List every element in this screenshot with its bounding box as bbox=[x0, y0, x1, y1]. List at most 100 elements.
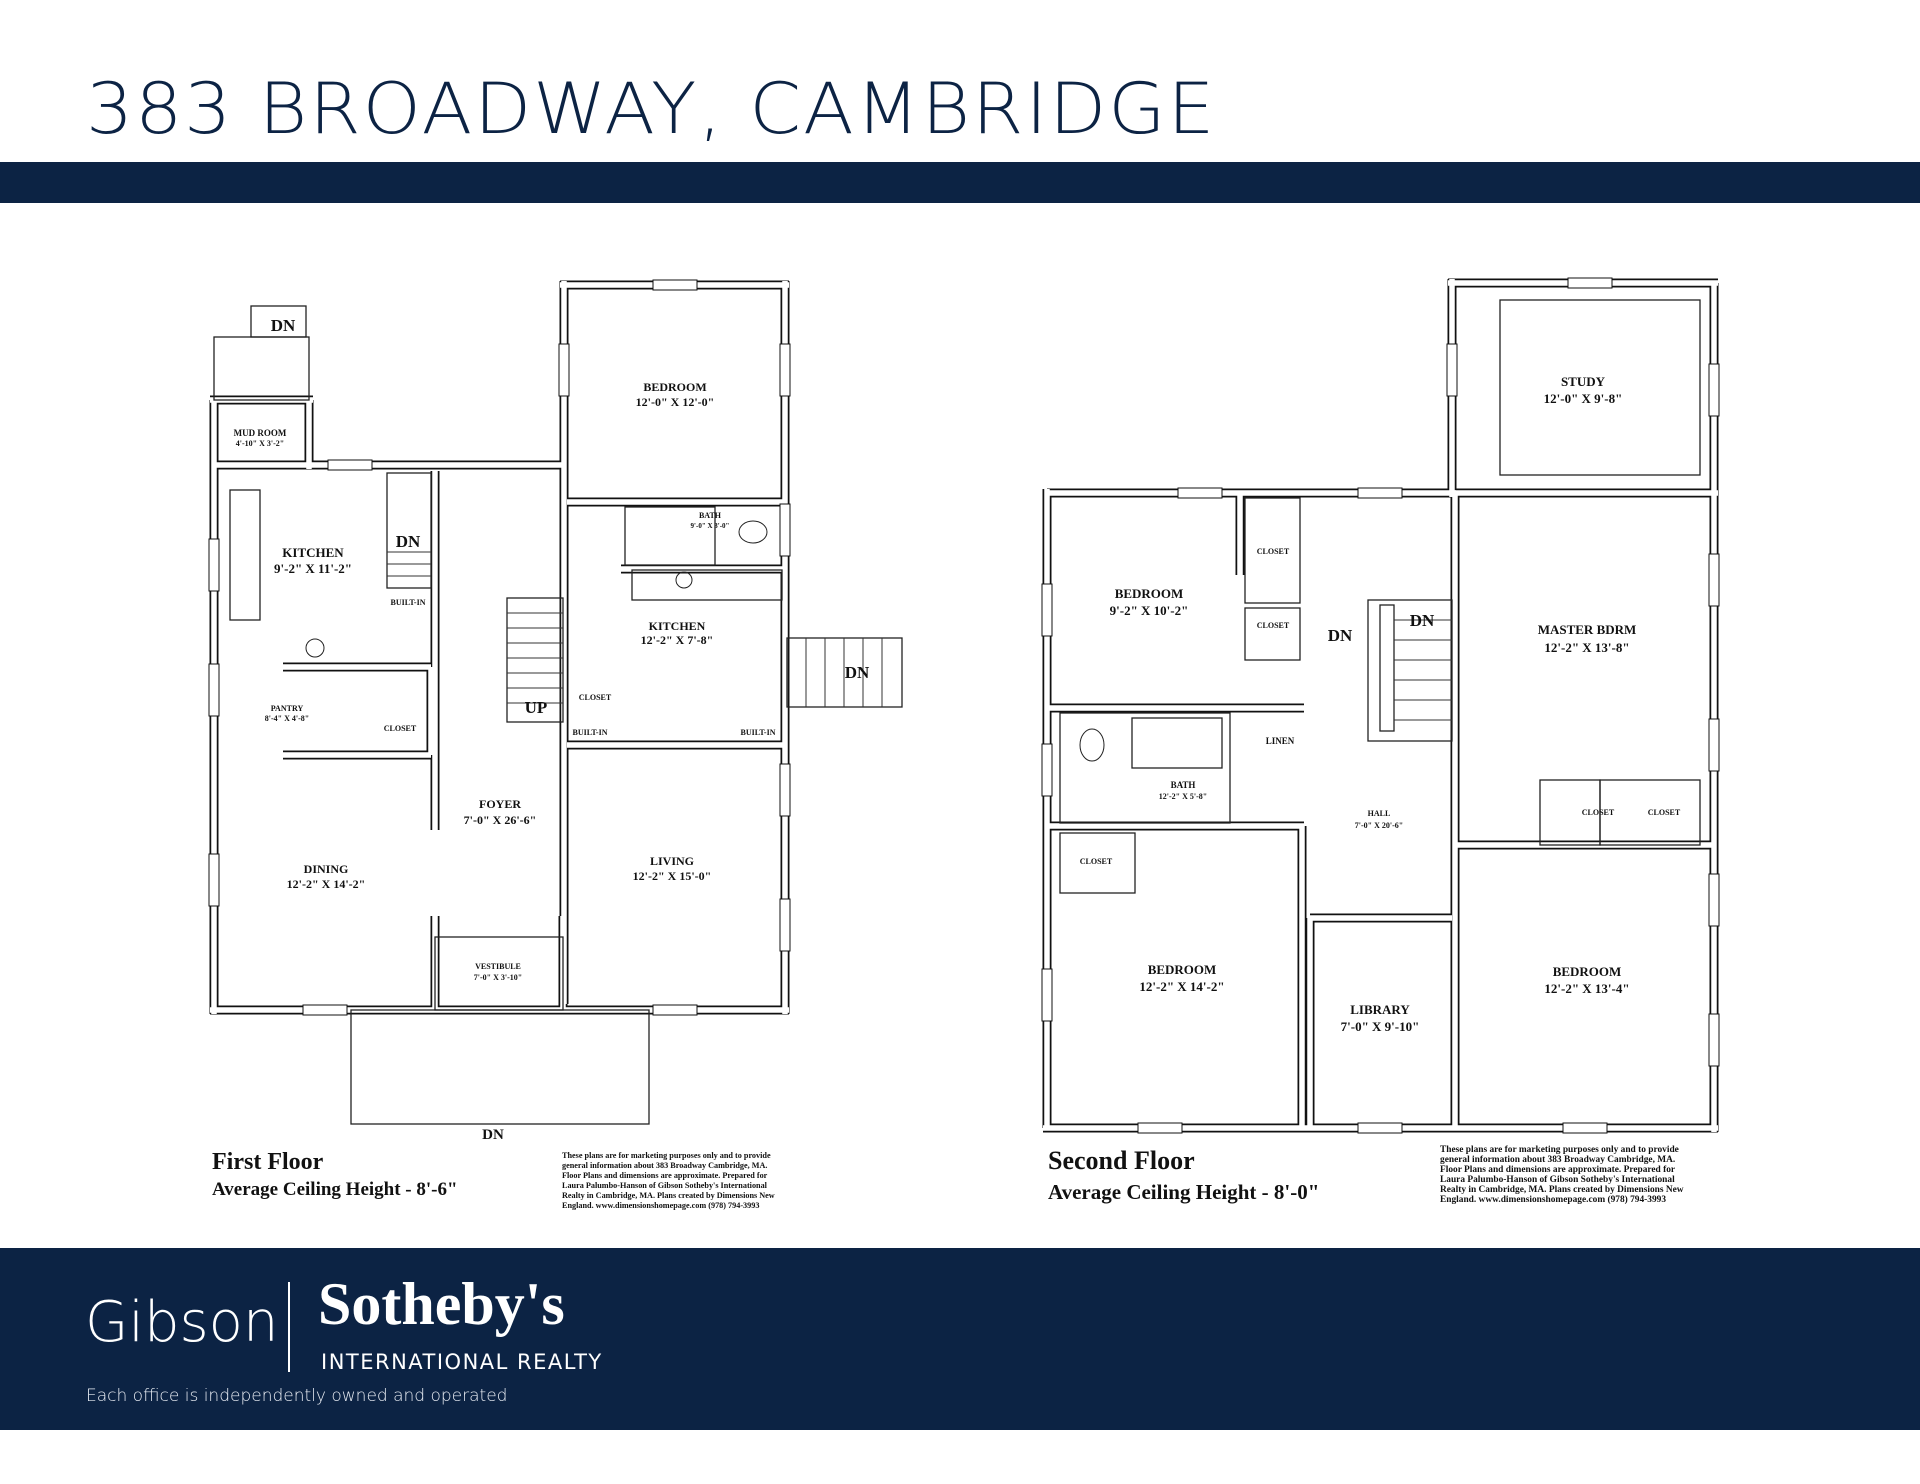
room-name: KITCHEN bbox=[282, 545, 344, 560]
room-name: KITCHEN bbox=[649, 619, 706, 633]
window bbox=[327, 459, 373, 471]
fixture-outline bbox=[1379, 604, 1395, 732]
room-size: 12'-2" X 14'-2" bbox=[287, 877, 366, 891]
window bbox=[652, 1004, 698, 1016]
window bbox=[1708, 1013, 1720, 1067]
room-size: 12'-2" X 13'-4" bbox=[1544, 981, 1629, 996]
room-size: 12'-2" X 7'-8" bbox=[641, 633, 714, 647]
fixture-outline bbox=[434, 936, 564, 1011]
disclaimer-line: These plans are for marketing purposes o… bbox=[1440, 1145, 1679, 1155]
stair-label: DN bbox=[1328, 626, 1353, 645]
room-name: FOYER bbox=[479, 797, 521, 811]
room-size: 7'-0" X 9'-10" bbox=[1341, 1019, 1420, 1034]
room-size: 7'-0" X 20'-6" bbox=[1355, 821, 1403, 830]
stair-label: DN bbox=[396, 532, 421, 551]
room-name: BEDROOM bbox=[1115, 586, 1184, 601]
built-in-label: BUILT-IN bbox=[573, 728, 608, 737]
disclaimer-line: Floor Plans and dimensions are approxima… bbox=[562, 1171, 768, 1180]
stair-label: DN bbox=[1410, 611, 1435, 630]
window bbox=[779, 898, 791, 952]
disclaimer-line: England. www.dimensionshomepage.com (978… bbox=[1440, 1194, 1666, 1205]
window bbox=[208, 538, 220, 592]
window bbox=[302, 1004, 348, 1016]
page-title: 383 BROADWAY, CAMBRIDGE bbox=[86, 68, 1217, 150]
room-name: BEDROOM bbox=[1148, 962, 1217, 977]
window bbox=[779, 343, 791, 397]
window bbox=[558, 343, 570, 397]
walls bbox=[209, 278, 1719, 1133]
stair-label: DN bbox=[845, 663, 870, 682]
disclaimer-line: Realty in Cambridge, MA. Plans created b… bbox=[562, 1191, 775, 1200]
closet-label: CLOSET bbox=[1257, 547, 1290, 556]
room-size: 4'-10" X 3'-2" bbox=[236, 439, 284, 448]
fixture-outline bbox=[229, 489, 261, 621]
window bbox=[1446, 343, 1458, 397]
disclaimer-second-floor: These plans are for marketing purposes o… bbox=[1440, 1145, 1684, 1205]
fixture-outline bbox=[1499, 299, 1701, 476]
window bbox=[208, 663, 220, 717]
toilet bbox=[738, 520, 768, 544]
stair-label: DN bbox=[482, 1127, 504, 1143]
ceiling-height: Average Ceiling Height - 8'-0" bbox=[1048, 1180, 1319, 1204]
room-name: BEDROOM bbox=[643, 380, 706, 394]
room-size: 12'-2" X 14'-2" bbox=[1139, 979, 1224, 994]
room-size: 12'-2" X 15'-0" bbox=[633, 869, 712, 883]
room-name: BATH bbox=[1171, 780, 1196, 790]
window bbox=[1357, 1122, 1403, 1134]
fixture-outline bbox=[506, 597, 564, 723]
disclaimer-line: Realty in Cambridge, MA. Plans created b… bbox=[1440, 1185, 1684, 1195]
window bbox=[1708, 718, 1720, 772]
window bbox=[1357, 487, 1403, 499]
fixture-outline bbox=[1131, 717, 1223, 769]
fixture-outline bbox=[1059, 712, 1231, 824]
closet-label: CLOSET bbox=[1648, 808, 1681, 817]
window bbox=[1708, 553, 1720, 607]
closet-label: CLOSET bbox=[1582, 808, 1615, 817]
window bbox=[652, 279, 698, 291]
window bbox=[1567, 277, 1613, 289]
fixture-outline bbox=[631, 569, 783, 601]
stove-burner bbox=[305, 638, 325, 658]
room-name: MASTER BDRM bbox=[1538, 622, 1637, 637]
room-name: STUDY bbox=[1561, 374, 1606, 389]
room-size: 8'-4" X 4'-8" bbox=[265, 714, 309, 723]
window bbox=[1708, 363, 1720, 417]
stove-burner bbox=[675, 571, 693, 589]
room-name: PANTRY bbox=[271, 704, 304, 713]
room-name: HALL bbox=[1368, 809, 1391, 818]
room-name: MUD ROOM bbox=[234, 428, 287, 438]
tagline: Each office is independently owned and o… bbox=[86, 1386, 508, 1406]
room-size: 12'-0" X 9'-8" bbox=[1544, 391, 1623, 406]
fixture-outline bbox=[350, 1009, 650, 1125]
room-size: 12'-2" X 5'-8" bbox=[1159, 792, 1207, 801]
first-floor-labels: DN MUD ROOM 4'-10" X 3'-2" KITCHEN 9'-2"… bbox=[212, 316, 870, 1200]
room-name: DINING bbox=[304, 862, 349, 876]
second-floor-labels: STUDY 12'-0" X 9'-8" BEDROOM 9'-2" X 10'… bbox=[1048, 374, 1681, 1204]
window bbox=[1562, 1122, 1608, 1134]
disclaimer-first-floor: These plans are for marketing purposes o… bbox=[562, 1151, 775, 1210]
linen-label: LINEN bbox=[1266, 736, 1295, 746]
fixture-outline bbox=[1244, 607, 1301, 661]
floor-title: Second Floor bbox=[1048, 1146, 1195, 1175]
room-size: 12'-2" X 13'-8" bbox=[1544, 640, 1629, 655]
room-name: VESTIBULE bbox=[475, 962, 521, 971]
floor-title: First Floor bbox=[212, 1149, 324, 1175]
window bbox=[779, 763, 791, 817]
header-band bbox=[0, 162, 1920, 203]
fixture-outline bbox=[624, 506, 716, 566]
fixture-outline bbox=[1244, 497, 1301, 604]
window bbox=[1041, 968, 1053, 1022]
fixture-outline bbox=[386, 472, 432, 589]
window bbox=[1041, 743, 1053, 797]
room-name: LIBRARY bbox=[1350, 1002, 1410, 1017]
disclaimer-line: general information about 383 Broadway C… bbox=[1440, 1155, 1675, 1165]
fixture-outline bbox=[1599, 779, 1701, 846]
disclaimer-line: general information about 383 Broadway C… bbox=[562, 1161, 767, 1170]
fixture-outline bbox=[1367, 599, 1453, 742]
room-size: 9'-2" X 10'-2" bbox=[1110, 603, 1189, 618]
stair-label: DN bbox=[271, 316, 296, 335]
room-size: 9'-2" X 11'-2" bbox=[274, 561, 352, 576]
fixture-outline bbox=[213, 336, 310, 401]
room-size: 12'-0" X 12'-0" bbox=[636, 395, 715, 409]
